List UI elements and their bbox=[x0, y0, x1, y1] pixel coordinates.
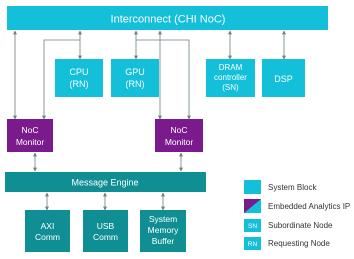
dram-role: (SN) bbox=[222, 83, 239, 92]
noc-monitor-left-label: NoC bbox=[21, 125, 38, 135]
wire-cpu-monitor-left bbox=[42, 39, 80, 120]
usb-label-2: Comm bbox=[93, 232, 118, 242]
usb-comm-block bbox=[83, 210, 128, 252]
interconnect-bar bbox=[7, 6, 328, 30]
legend-swatch-rn bbox=[244, 237, 261, 250]
noc-monitor-left-label-2: Monitor bbox=[16, 137, 45, 147]
cpu-label: CPU bbox=[69, 67, 88, 77]
sysmem-label-2: Memory bbox=[148, 225, 179, 235]
message-engine-bar bbox=[5, 172, 206, 192]
axi-label: AXI bbox=[41, 221, 55, 231]
legend: System Block Embedded Analytics IP SN Su… bbox=[244, 180, 350, 250]
sysmem-label: System bbox=[149, 214, 177, 224]
legend-label-rn: Requesting Node bbox=[268, 239, 330, 248]
legend-label-system-block: System Block bbox=[268, 183, 317, 192]
legend-tag-rn: RN bbox=[248, 241, 258, 248]
noc-monitor-right-label-2: Monitor bbox=[165, 137, 194, 147]
dram-label-2: controller bbox=[214, 73, 247, 82]
gpu-label: GPU bbox=[125, 67, 145, 77]
legend-label-sn: Subordinate Node bbox=[268, 221, 333, 230]
legend-swatch-embedded-ip bbox=[244, 199, 261, 213]
gpu-block bbox=[111, 59, 159, 97]
cpu-block bbox=[55, 59, 103, 97]
dram-label: DRAM bbox=[219, 63, 243, 72]
wire-gpu-monitor-right bbox=[136, 39, 191, 120]
axi-comm-block bbox=[25, 210, 70, 252]
dram-controller-block bbox=[206, 59, 255, 97]
interconnect-label: Interconnect (CHI NoC) bbox=[111, 14, 226, 26]
noc-monitor-right bbox=[155, 119, 203, 152]
legend-label-embedded-ip: Embedded Analytics IP bbox=[268, 202, 350, 211]
dsp-block bbox=[262, 59, 305, 97]
usb-label: USB bbox=[97, 221, 115, 231]
gpu-role: (RN) bbox=[126, 79, 145, 89]
dsp-label: DSP bbox=[274, 74, 293, 84]
cpu-role: (RN) bbox=[70, 79, 89, 89]
axi-label-2: Comm bbox=[35, 232, 60, 242]
message-engine-label: Message Engine bbox=[71, 178, 138, 188]
noc-monitor-left bbox=[7, 119, 53, 152]
system-memory-buffer-block bbox=[140, 210, 186, 252]
noc-monitor-right-label: NoC bbox=[170, 125, 187, 135]
legend-swatch-system-block bbox=[244, 180, 261, 194]
legend-swatch-sn bbox=[244, 219, 261, 232]
legend-tag-sn: SN bbox=[248, 223, 257, 230]
sysmem-label-3: Buffer bbox=[152, 236, 175, 246]
